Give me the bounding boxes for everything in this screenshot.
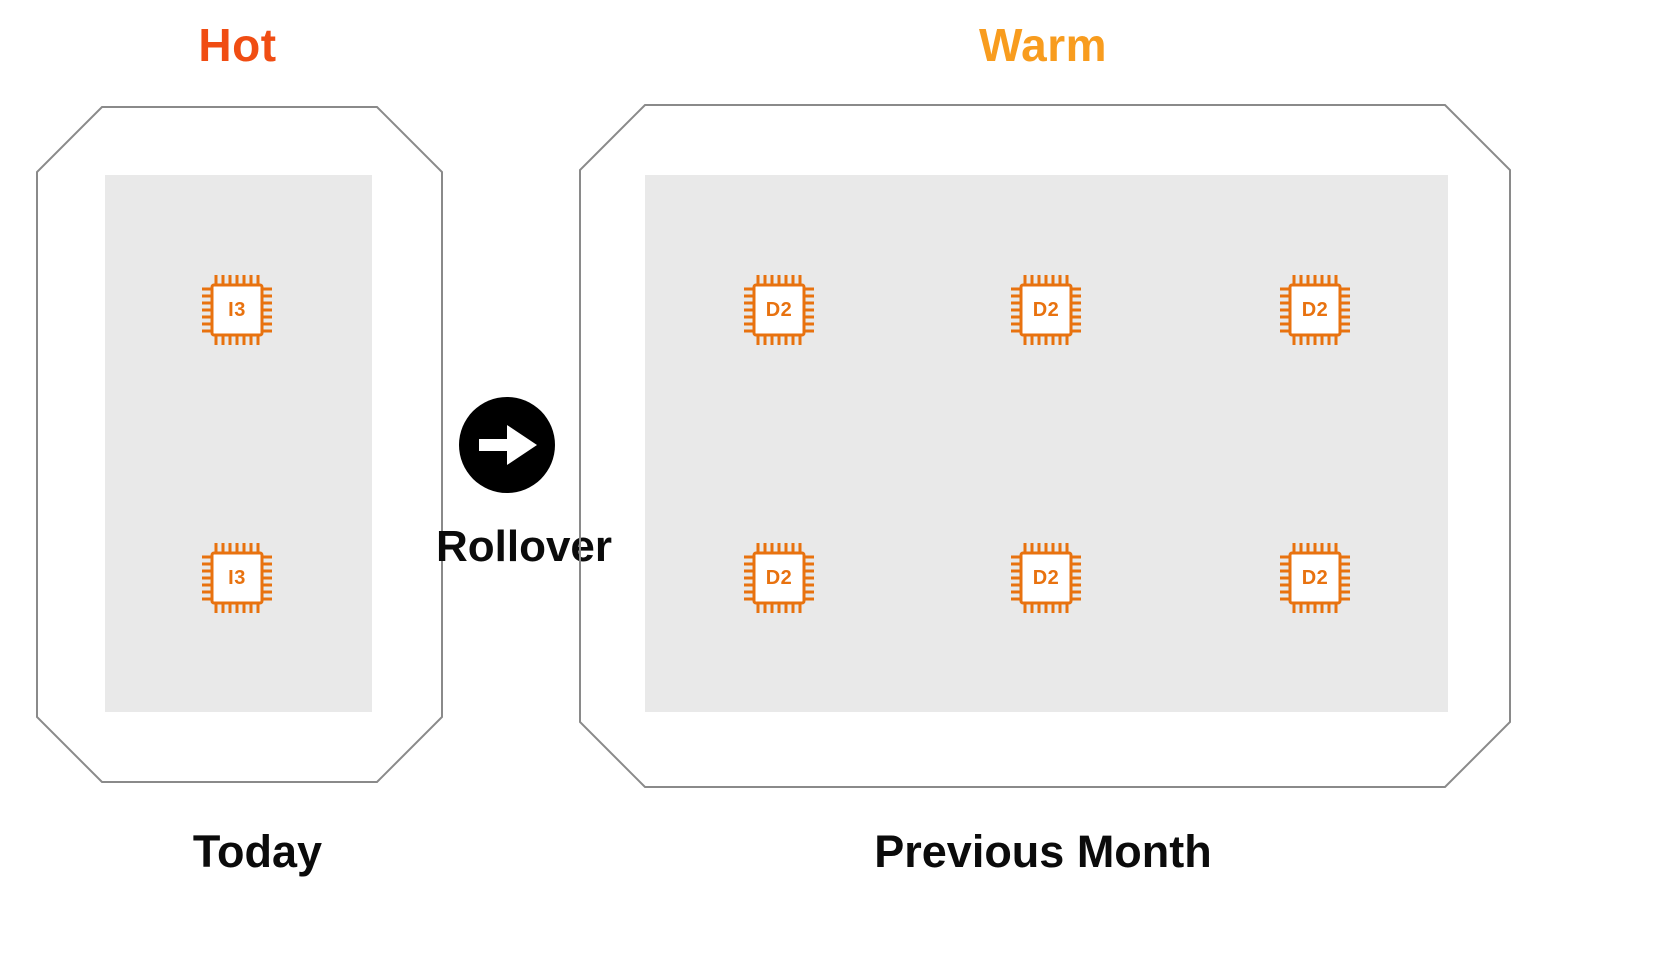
chip-label: I3	[228, 566, 246, 589]
warm-storage-panel	[645, 175, 1448, 712]
instance-chip: D2	[1007, 271, 1085, 349]
chip-label: D2	[1301, 298, 1329, 321]
chip-label: D2	[1032, 298, 1060, 321]
warm-container-outline	[579, 104, 1511, 788]
chip-label: D2	[1301, 566, 1329, 589]
instance-chip: D2	[740, 539, 818, 617]
instance-chip: I3	[198, 271, 276, 349]
hot-storage-panel	[105, 175, 372, 712]
hot-container-outline	[36, 106, 443, 783]
hot-caption: Today	[192, 826, 323, 877]
instance-chip: I3	[198, 539, 276, 617]
chip-label: I3	[228, 298, 246, 321]
instance-chip: D2	[1007, 539, 1085, 617]
instance-chip: D2	[740, 271, 818, 349]
hot-tier-title: Hot	[198, 19, 277, 71]
chip-label: D2	[765, 298, 793, 321]
rollover-label: Rollover	[435, 522, 613, 571]
warm-tier-title: Warm	[978, 19, 1108, 71]
chip-label: D2	[765, 566, 793, 589]
instance-chip: D2	[1276, 271, 1354, 349]
chip-label: D2	[1032, 566, 1060, 589]
rollover-arrow-badge	[459, 397, 555, 493]
right-arrow-icon	[479, 425, 537, 465]
instance-chip: D2	[1276, 539, 1354, 617]
warm-caption: Previous Month	[874, 826, 1212, 877]
